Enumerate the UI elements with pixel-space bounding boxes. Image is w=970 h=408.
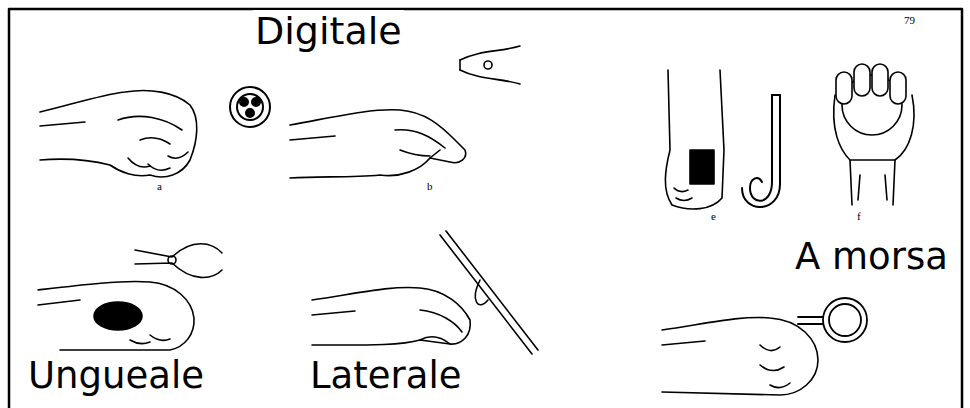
hand-drawing (430, 150, 440, 158)
hand-drawing (312, 311, 355, 315)
hand-drawing (150, 335, 170, 340)
hand-drawing (854, 64, 870, 96)
pliers-object (460, 46, 520, 84)
disc-object (230, 87, 270, 127)
pliers-object (135, 263, 222, 277)
disc-object (237, 94, 263, 120)
ring-object (829, 304, 861, 336)
figure-letter: f (855, 210, 863, 223)
hook-object (742, 95, 780, 207)
hand-drawing (168, 152, 188, 158)
hand-drawing (290, 110, 466, 178)
hand-drawing (890, 72, 906, 104)
hand-drawing (834, 64, 914, 205)
rod-object (475, 280, 488, 305)
hand-drawing (118, 116, 182, 130)
ring-object (798, 323, 823, 325)
figure-letter: b (425, 180, 435, 193)
pliers-object (135, 244, 222, 278)
hand-drawing (665, 70, 724, 209)
pliers-object (168, 256, 176, 264)
hand-drawing (40, 122, 85, 126)
ring-object (823, 298, 867, 342)
hand-drawing (290, 110, 466, 178)
grip-name: Laterale (308, 355, 464, 398)
page-frame (9, 9, 962, 408)
pliers-object (460, 46, 520, 60)
rod-object (440, 235, 532, 354)
ring-object (798, 316, 823, 318)
pliers-object (459, 60, 461, 70)
hand-drawing (893, 160, 895, 205)
hand-drawing (94, 302, 142, 330)
ring-object (798, 298, 867, 342)
hand-drawing (128, 158, 150, 167)
pliers-object (460, 70, 520, 84)
hand-drawing (674, 188, 688, 192)
hand-drawing (760, 345, 780, 351)
page-number: 79 (902, 14, 917, 27)
hand-drawing (290, 136, 335, 140)
hand-drawing (834, 95, 914, 160)
figure-letter: a (155, 180, 164, 193)
hand-drawing (872, 64, 888, 96)
rod-object (440, 231, 538, 354)
hand-drawing (770, 383, 790, 388)
hand-drawing (38, 282, 194, 350)
pliers-object (484, 61, 492, 69)
hand-drawing (312, 287, 470, 345)
hook-object (750, 95, 772, 201)
hand-drawing (836, 72, 852, 104)
hook-object (772, 94, 780, 96)
rod-object (446, 231, 538, 350)
group-title: Digitale (253, 10, 404, 54)
disc-object (230, 87, 270, 127)
hand-drawing (148, 164, 170, 170)
grip-name: A morsa (793, 236, 950, 279)
hand-drawing (420, 337, 450, 344)
hand-drawing (130, 340, 150, 344)
hand-drawing (312, 287, 470, 345)
disc-object (252, 98, 260, 106)
hand-drawing (662, 341, 705, 345)
hand-drawing (40, 91, 197, 177)
pliers-object (135, 244, 222, 257)
grip-name: Ungueale (26, 355, 206, 398)
hand-drawing (140, 138, 170, 144)
hand-drawing (662, 317, 818, 395)
disc-object (246, 109, 254, 117)
hand-drawing (662, 317, 818, 395)
hand-drawing (665, 70, 724, 209)
hook-object (742, 95, 780, 207)
hand-drawing (420, 310, 462, 332)
hand-drawing (676, 198, 692, 201)
hand-drawing (395, 130, 445, 148)
hand-drawing (850, 160, 852, 205)
hand-drawing (760, 365, 784, 371)
page-frame (9, 9, 962, 408)
hand-drawing (885, 175, 887, 200)
disc-object (240, 98, 248, 106)
hand-drawing (40, 91, 197, 177)
hand-drawing (690, 150, 714, 184)
figure-letter: e (709, 210, 718, 223)
hand-drawing (38, 282, 194, 350)
hand-drawing (400, 150, 430, 156)
hand-drawing (858, 175, 860, 200)
hand-drawing (38, 300, 80, 305)
